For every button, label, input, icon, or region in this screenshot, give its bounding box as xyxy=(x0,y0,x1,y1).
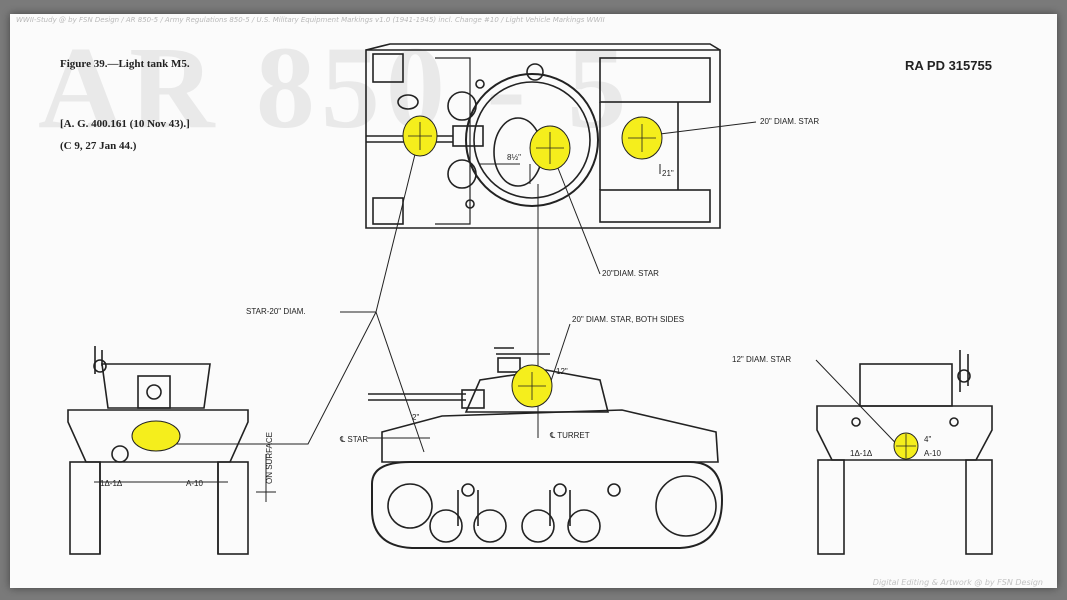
label-20-diam-star-turret: 20"DIAM. STAR xyxy=(602,269,659,278)
label-star-both-sides: 20" DIAM. STAR, BOTH SIDES xyxy=(572,315,684,324)
rear-view xyxy=(816,350,993,555)
label-marking-front-1: 1Δ-1Δ xyxy=(100,479,123,488)
star-markings xyxy=(131,115,919,460)
label-dim-4: 4" xyxy=(924,435,931,444)
label-cl-star: ℄ STAR xyxy=(339,435,368,444)
ref-line-1: [A. G. 400.161 (10 Nov 43).] xyxy=(60,118,190,130)
top-view xyxy=(365,43,721,229)
ra-pd-number: RA PD 315755 xyxy=(905,58,992,73)
label-star-20-diam: STAR-20" DIAM. xyxy=(246,307,306,316)
label-marking-rear-2: A-10 xyxy=(924,449,941,458)
footer-credit: Digital Editing & Artwork @ by FSN Desig… xyxy=(872,578,1043,587)
label-dim-8-half: 8½" xyxy=(507,153,521,162)
label-12-diam-star: 12" DIAM. STAR xyxy=(732,355,791,364)
tank-drawing: 20" DIAM. STAR 20"DIAM. STAR 20" DIAM. S… xyxy=(67,43,993,555)
label-dim-21: 21" xyxy=(662,169,674,178)
label-marking-rear-1: 1Δ-1Δ xyxy=(850,449,873,458)
star-front-plate xyxy=(131,420,181,452)
label-marking-front-2: A-10 xyxy=(186,479,203,488)
label-dim-2: 2" xyxy=(412,413,419,422)
ref-line-2: (C 9, 27 Jan 44.) xyxy=(60,140,137,152)
label-20-diam-star-deck: 20" DIAM. STAR xyxy=(760,117,819,126)
label-dim-12: 12" xyxy=(556,367,568,376)
side-view xyxy=(368,347,724,549)
label-cl-turret: ℄ TURRET xyxy=(549,431,590,440)
banner-text: WWII-Study @ by FSN Design / AR 850-5 / … xyxy=(16,16,605,24)
drawing-sheet: AR 850 - 5 WWII-Study @ by FSN Design / … xyxy=(10,14,1057,588)
label-on-surface: ON SURFACE xyxy=(265,432,274,484)
front-view xyxy=(67,346,249,555)
figure-title: Figure 39.—Light tank M5. xyxy=(60,58,190,70)
